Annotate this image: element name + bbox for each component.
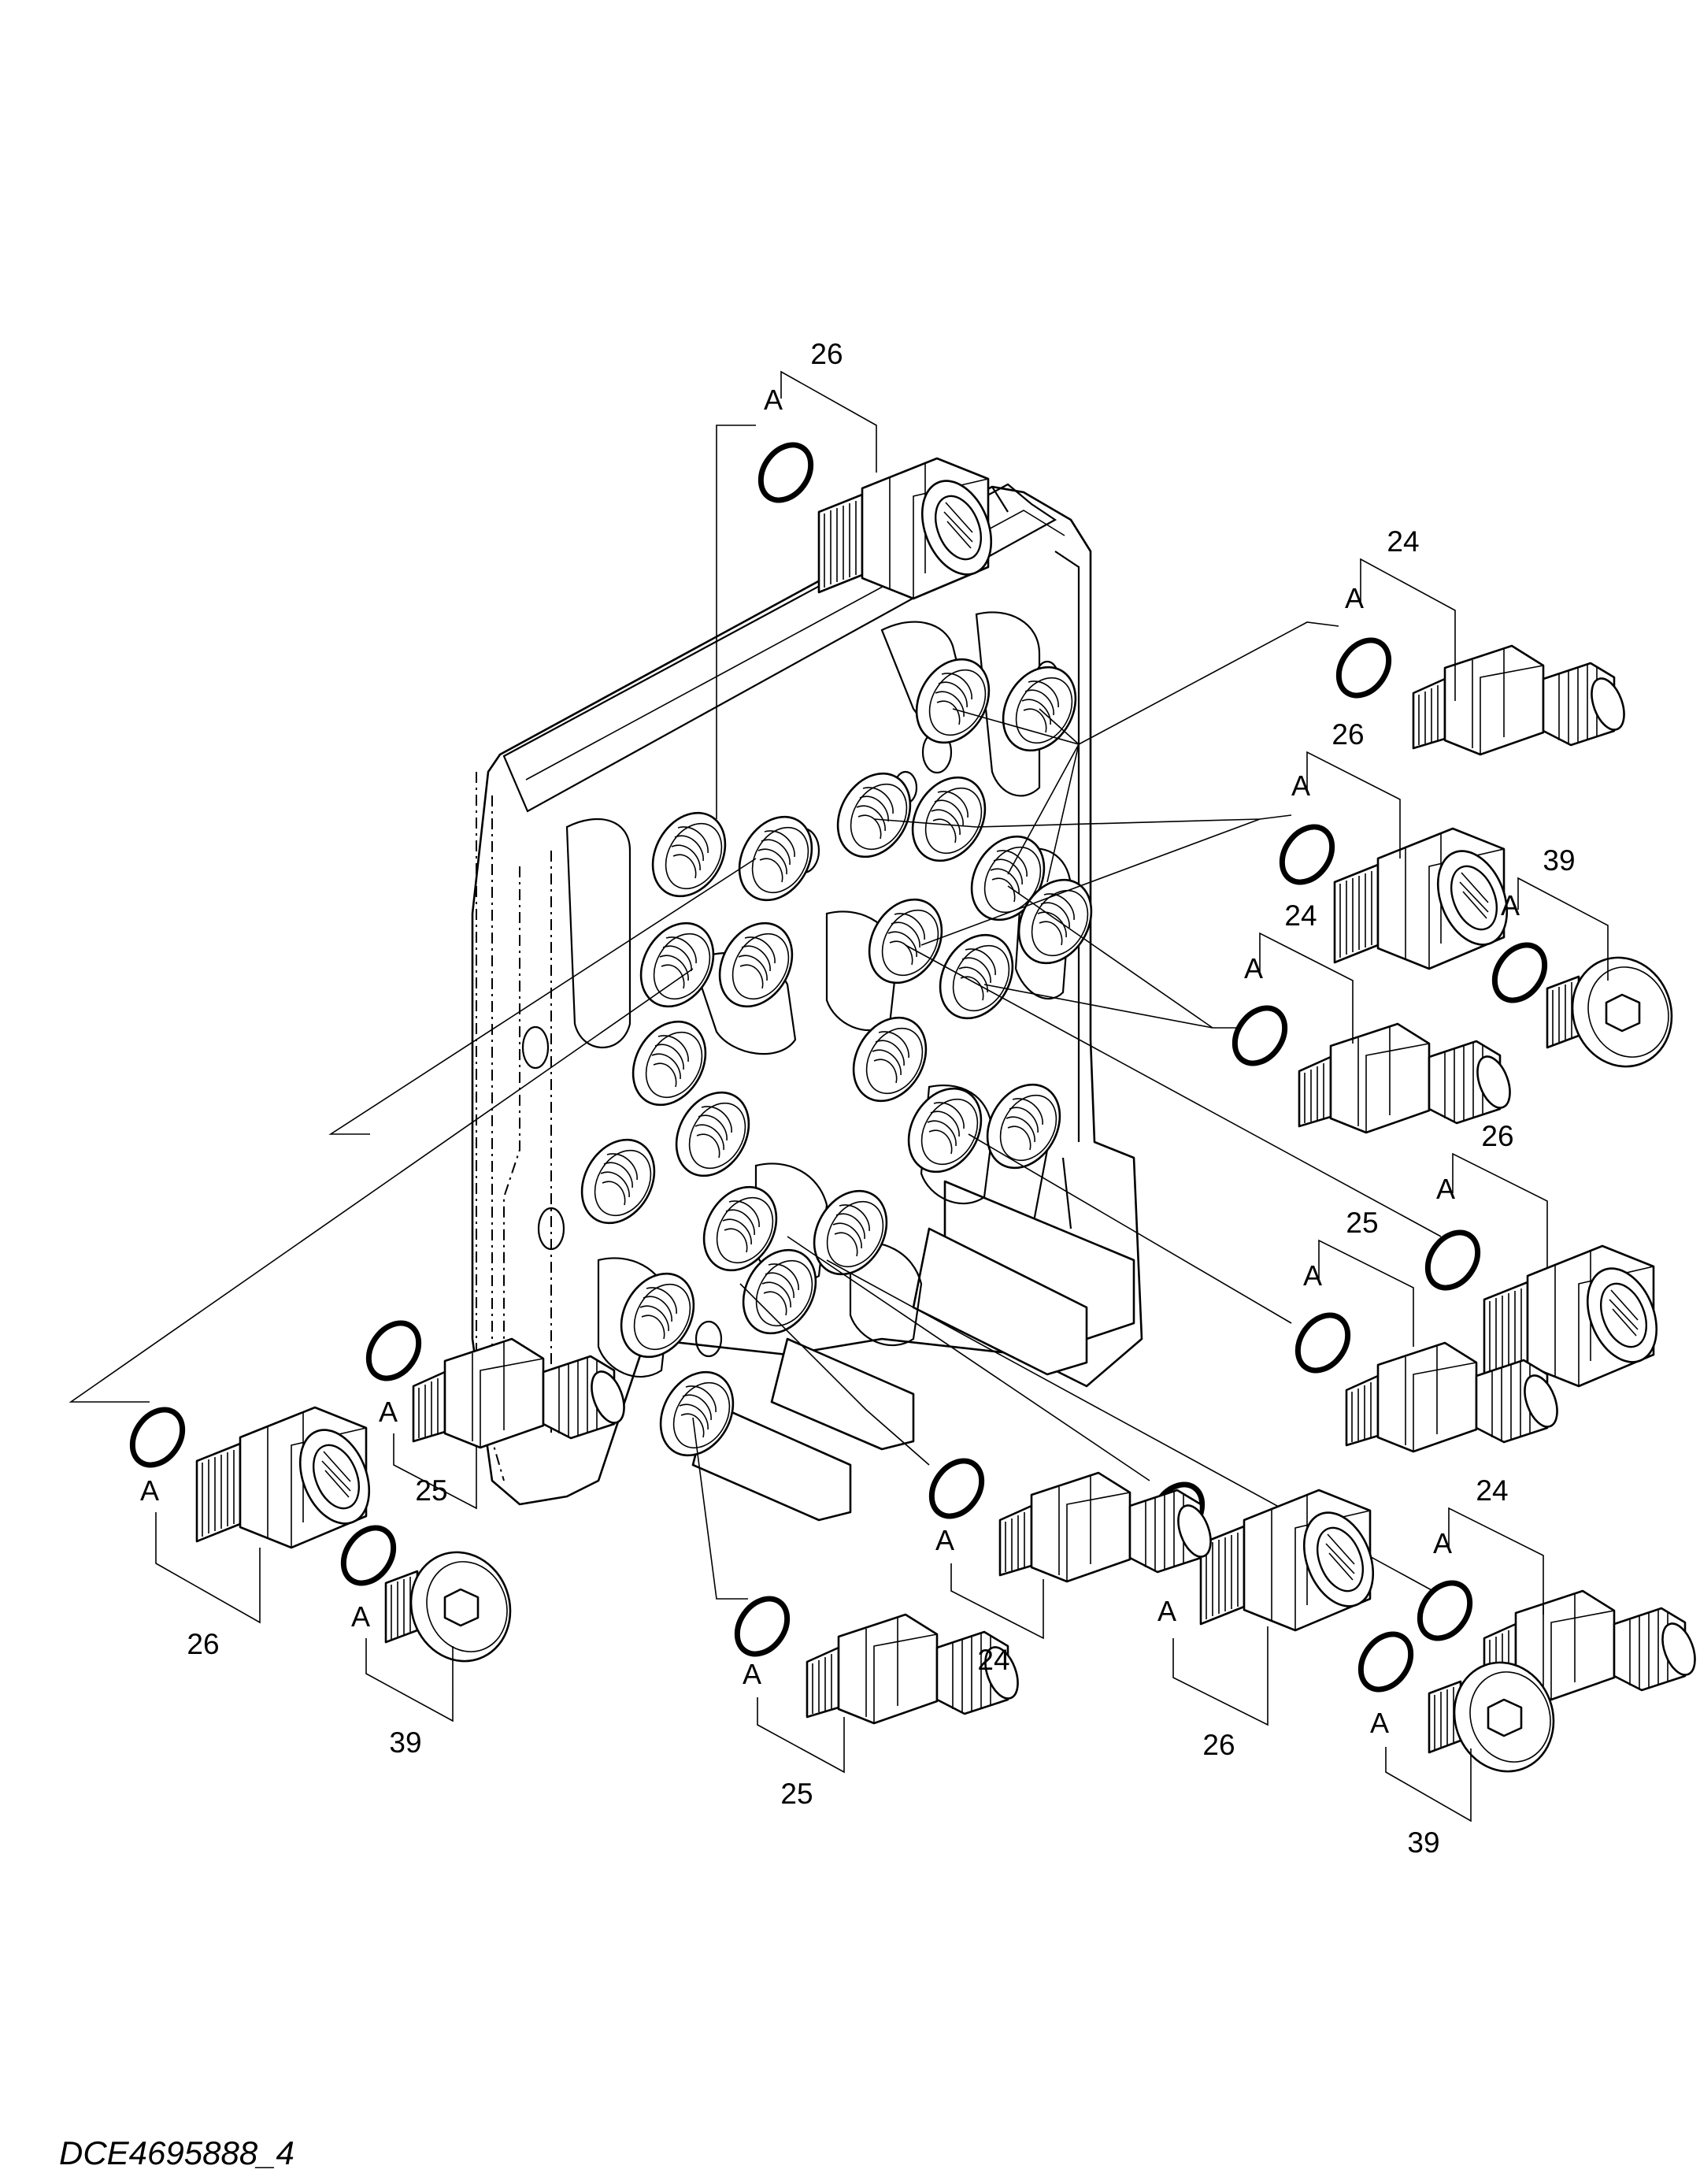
callout-label: 39 <box>1407 1826 1439 1859</box>
callout-label: 24 <box>977 1644 1009 1676</box>
ring-label: A <box>140 1474 159 1507</box>
callout-label: 39 <box>389 1726 421 1759</box>
ring-label: A <box>1436 1173 1455 1205</box>
o-ring <box>1328 631 1398 705</box>
ring-label: A <box>351 1600 370 1633</box>
adaptor-24 <box>1412 644 1631 756</box>
callout-label: 26 <box>1481 1120 1513 1152</box>
o-ring <box>1287 1306 1357 1380</box>
ring-label: A <box>764 384 783 416</box>
ring-label: A <box>1370 1707 1389 1739</box>
o-ring <box>1224 999 1294 1073</box>
callout-label: 26 <box>187 1628 219 1660</box>
valve-body <box>471 483 1143 1522</box>
ring-label: A <box>935 1524 954 1556</box>
ring-labels: A A A A A A A A A A A A A A A <box>140 384 1520 1739</box>
fitting-26 <box>195 1406 383 1549</box>
callout-label: 26 <box>1202 1729 1235 1761</box>
o-ring <box>358 1314 428 1388</box>
ring-label: A <box>1345 582 1364 614</box>
fitting-26 <box>1333 827 1521 970</box>
part-callouts: 26 24 26 39 24 26 25 24 39 26 25 24 25 3… <box>187 338 1575 1859</box>
adaptor-24 <box>1298 1022 1517 1134</box>
callout-label: 25 <box>780 1778 813 1810</box>
ring-label: A <box>1157 1595 1176 1627</box>
callout-label: 26 <box>810 338 843 370</box>
ring-label: A <box>1291 769 1310 802</box>
drawing-code: DCE4695888_4 <box>59 2134 294 2171</box>
ring-label: A <box>379 1396 398 1428</box>
plug-39 <box>1546 942 1688 1082</box>
o-ring <box>1417 1223 1487 1297</box>
plug-39 <box>384 1537 527 1677</box>
o-ring <box>122 1400 192 1474</box>
callout-label: 24 <box>1387 525 1419 558</box>
o-ring <box>727 1589 797 1663</box>
o-ring <box>1484 936 1554 1010</box>
ring-label: A <box>1501 889 1520 921</box>
callout-label: 39 <box>1543 844 1575 877</box>
callout-brackets <box>155 370 1609 1822</box>
ring-label: A <box>1433 1527 1452 1559</box>
callout-label: 24 <box>1476 1474 1508 1507</box>
adaptor-24 <box>998 1471 1218 1583</box>
o-ring <box>1350 1625 1420 1699</box>
ring-label: A <box>1244 952 1263 984</box>
callout-label: 26 <box>1331 718 1364 751</box>
o-ring <box>1272 818 1342 892</box>
leader-lines <box>69 425 1442 1600</box>
ring-label: A <box>743 1658 761 1690</box>
callout-label: 25 <box>415 1474 447 1507</box>
o-ring <box>921 1452 991 1526</box>
o-ring <box>750 436 820 510</box>
callout-label: 24 <box>1284 899 1317 932</box>
ring-label: A <box>1303 1259 1322 1292</box>
fitting-26 <box>1199 1489 1387 1632</box>
callout-label: 25 <box>1346 1207 1378 1239</box>
